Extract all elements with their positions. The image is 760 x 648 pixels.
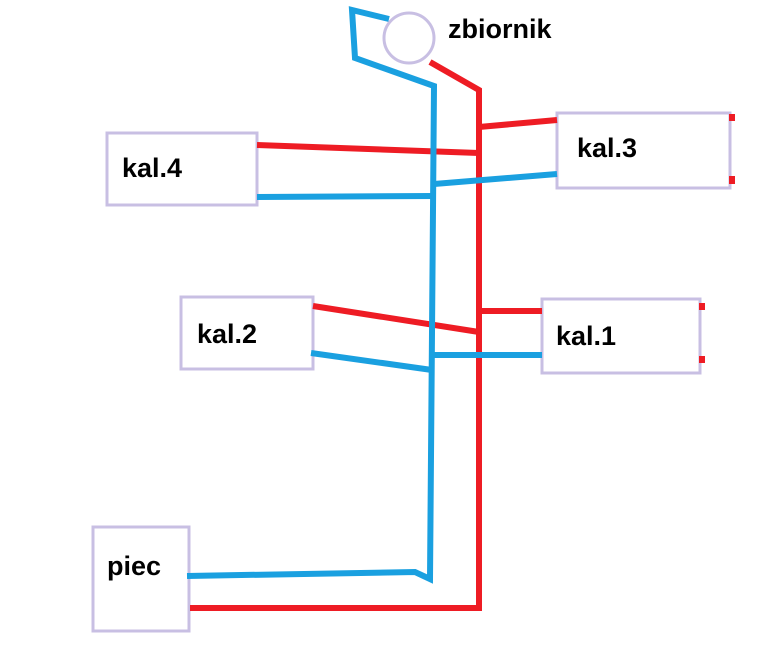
- furnace-label: piec: [107, 551, 161, 581]
- cold-branch-kal3: [433, 171, 558, 187]
- radiator-kal1-label: kal.1: [556, 321, 616, 351]
- radiator-kal3-label: kal.3: [577, 133, 637, 163]
- hot-branch-kal4: [256, 142, 480, 156]
- radiator-kal2-box: [179, 295, 315, 371]
- radiator-kal1-box: [540, 297, 702, 375]
- hot-main-riser: [190, 59, 482, 611]
- cold-branch-kal2: [310, 350, 433, 373]
- tank-label: zbiornik: [448, 14, 552, 44]
- cold-branch-kal4: [256, 193, 435, 200]
- furnace-box: [91, 525, 191, 633]
- radiator-kal2-label: kal.2: [197, 319, 257, 349]
- hot-branch-kal2: [312, 303, 480, 335]
- radiator-kal3-box: [555, 111, 732, 190]
- radiator-kal4-box: [105, 131, 259, 207]
- cold-main-return: [186, 6, 438, 584]
- radiator-kal4-label: kal.4: [122, 153, 182, 183]
- tank-circle: [382, 11, 436, 65]
- hot-branch-kal3: [478, 117, 558, 130]
